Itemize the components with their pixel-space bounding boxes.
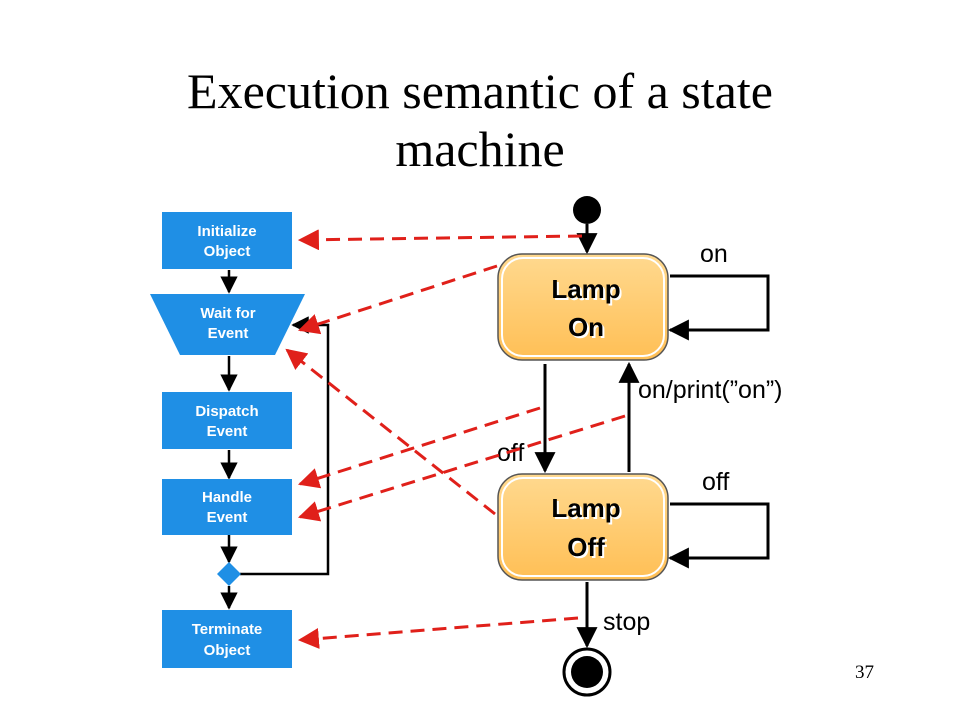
map-onprint-to-handle	[297, 414, 626, 522]
decision-diamond	[217, 562, 241, 586]
initialize-object-box: Initialize Object	[162, 212, 292, 269]
loop-back-connector	[240, 316, 330, 576]
off-self-label: off	[702, 468, 729, 496]
terminate-object-box: Terminate Object	[162, 610, 292, 668]
initialize-line-1: Initialize	[197, 223, 256, 240]
lamp-on-line-2-shadow: On	[570, 314, 606, 344]
handle-line-1: Handle	[202, 489, 252, 506]
handle-event-box: Handle Event	[162, 479, 292, 535]
wait-for-event-box: Wait for Event	[150, 294, 305, 355]
lamp-on-line-1-shadow: Lamp	[553, 276, 622, 306]
map-initial-to-initialize	[297, 229, 583, 251]
initialize-line-2: Object	[204, 243, 251, 260]
dispatch-event-box: Dispatch Event	[162, 392, 292, 449]
title-line-1: Execution semantic of a state	[187, 63, 773, 119]
dispatch-line-2: Event	[207, 423, 248, 440]
page-number: 37	[855, 662, 874, 683]
terminate-line-1: Terminate	[192, 621, 263, 638]
map-lampoff-to-wait	[285, 348, 496, 516]
on-print-label: on/print(”on”)	[638, 376, 783, 404]
wait-line-1: Wait for	[200, 305, 255, 322]
lamp-off-line-1: Lamp	[551, 493, 620, 523]
final-state	[562, 647, 612, 697]
stop-label: stop	[603, 608, 650, 636]
dispatch-line-1: Dispatch	[195, 403, 258, 420]
title-line-2: machine	[395, 121, 565, 177]
handle-line-2: Event	[207, 509, 248, 526]
lamp-on-line-2: On	[568, 312, 604, 342]
lamp-on-state: Lamp Lamp On On	[497, 253, 669, 361]
on-self-label: on	[700, 240, 728, 268]
initial-state-dot	[573, 196, 601, 224]
lamp-off-state: Lamp Lamp Off Off	[497, 473, 669, 581]
map-lampon-to-wait	[298, 264, 498, 335]
terminate-line-2: Object	[204, 642, 251, 659]
mapping-arrows	[285, 229, 626, 649]
on-self-loop	[667, 274, 770, 341]
lamp-off-line-1-shadow: Lamp	[553, 495, 622, 525]
off-self-loop	[667, 502, 770, 569]
map-stop-to-terminate	[297, 616, 579, 649]
map-off-to-handle	[297, 406, 541, 489]
lamp-off-line-2-shadow: Off	[569, 534, 607, 564]
lamp-on-line-1: Lamp	[551, 274, 620, 304]
slide-title: Execution semantic of a state machine	[0, 62, 960, 178]
lamp-off-line-2: Off	[567, 532, 605, 562]
wait-line-2: Event	[208, 325, 249, 342]
